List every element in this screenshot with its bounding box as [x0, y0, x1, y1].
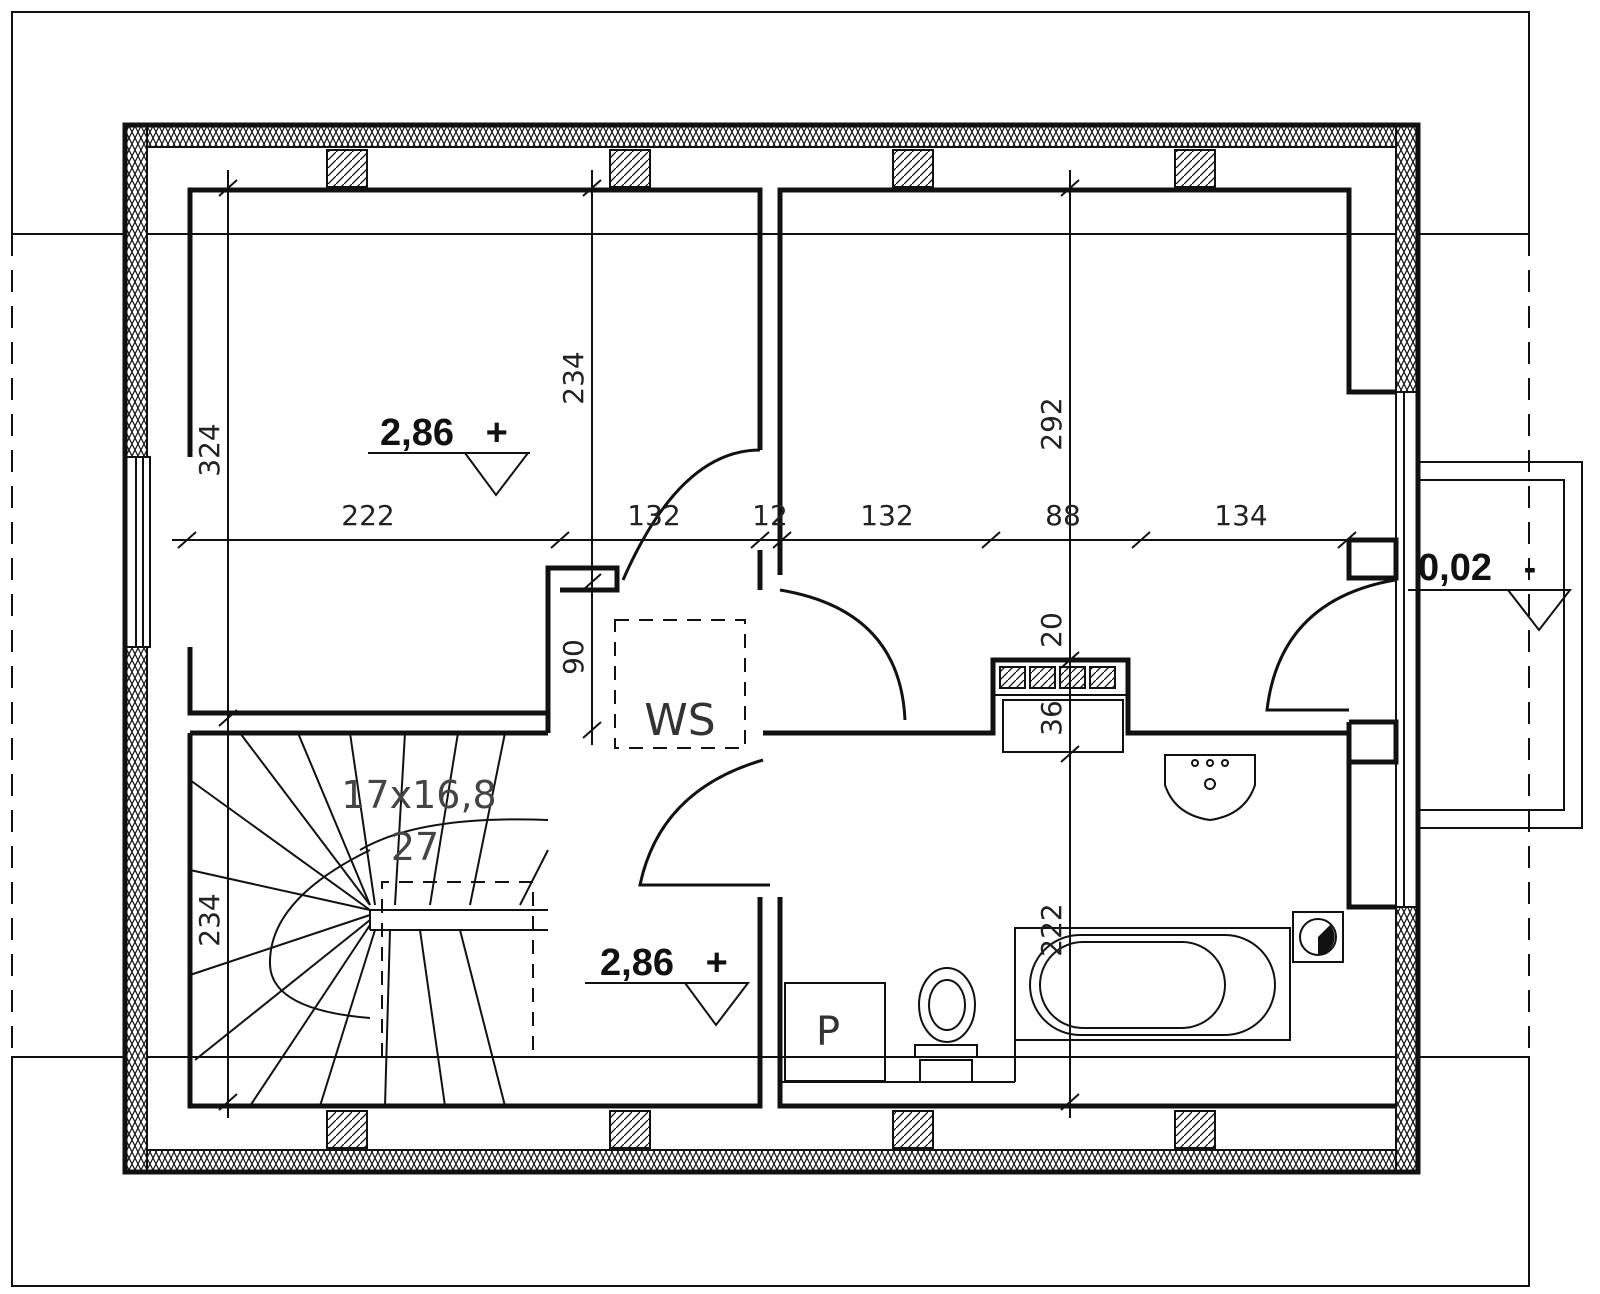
- dim-h-12: 12: [752, 499, 788, 532]
- bathroom-fixtures: P: [780, 754, 1344, 1083]
- west-window: [135, 456, 151, 648]
- dim-v-292: 292: [1035, 397, 1068, 450]
- chimney-block: [992, 659, 1129, 753]
- boiler: [1292, 911, 1344, 963]
- balcony: [1416, 461, 1583, 829]
- dim-v-222: 222: [1035, 903, 1068, 956]
- dim-v-324: 324: [193, 423, 226, 476]
- roof-outline: [11, 11, 1530, 1287]
- wardrobe-label: WS: [644, 695, 715, 746]
- level-marker-bedroom: 2,86 +: [368, 412, 531, 497]
- boiler-label: P: [816, 1009, 840, 1055]
- level-marker-hall: 2,86 +: [585, 942, 751, 1027]
- dim-h-88: 88: [1045, 499, 1081, 532]
- dim-h-132a: 132: [627, 499, 680, 532]
- wall-posts: [326, 149, 1216, 1149]
- dimension-labels: 222 132 12 132 88 134 234 292 324 90 20 …: [193, 351, 1268, 956]
- level-marker-balcony: 0,02 -: [1408, 547, 1573, 632]
- staircase: 17x16,8 27: [189, 732, 549, 1107]
- dimension-lines: [172, 170, 1357, 1118]
- dim-h-222: 222: [341, 499, 394, 532]
- level-label-hall: 2,86 +: [600, 942, 728, 984]
- toilet: [914, 967, 978, 1083]
- bathtub: [1014, 927, 1291, 1041]
- level-label-bedroom: 2,86 +: [380, 412, 508, 454]
- level-label-balcony: 0,02 -: [1418, 547, 1536, 589]
- dim-h-132b: 132: [860, 499, 913, 532]
- dim-v-20: 20: [1035, 612, 1068, 648]
- outer-walls: [122, 122, 1421, 1175]
- interior-walls: [187, 187, 1399, 1109]
- dim-v-36: 36: [1035, 700, 1068, 736]
- dim-v-234-stair: 234: [193, 893, 226, 946]
- wardrobe: WS: [614, 619, 746, 749]
- door-swings: [621, 448, 1396, 887]
- dim-h-134: 134: [1214, 499, 1267, 532]
- stair-size-label: 17x16,8: [341, 773, 496, 817]
- dim-v-90: 90: [557, 639, 590, 675]
- washbasin: [1164, 754, 1256, 822]
- boiler-room-box: P: [784, 982, 886, 1082]
- stair-count-label: 27: [391, 825, 439, 869]
- dim-v-234-top: 234: [557, 351, 590, 404]
